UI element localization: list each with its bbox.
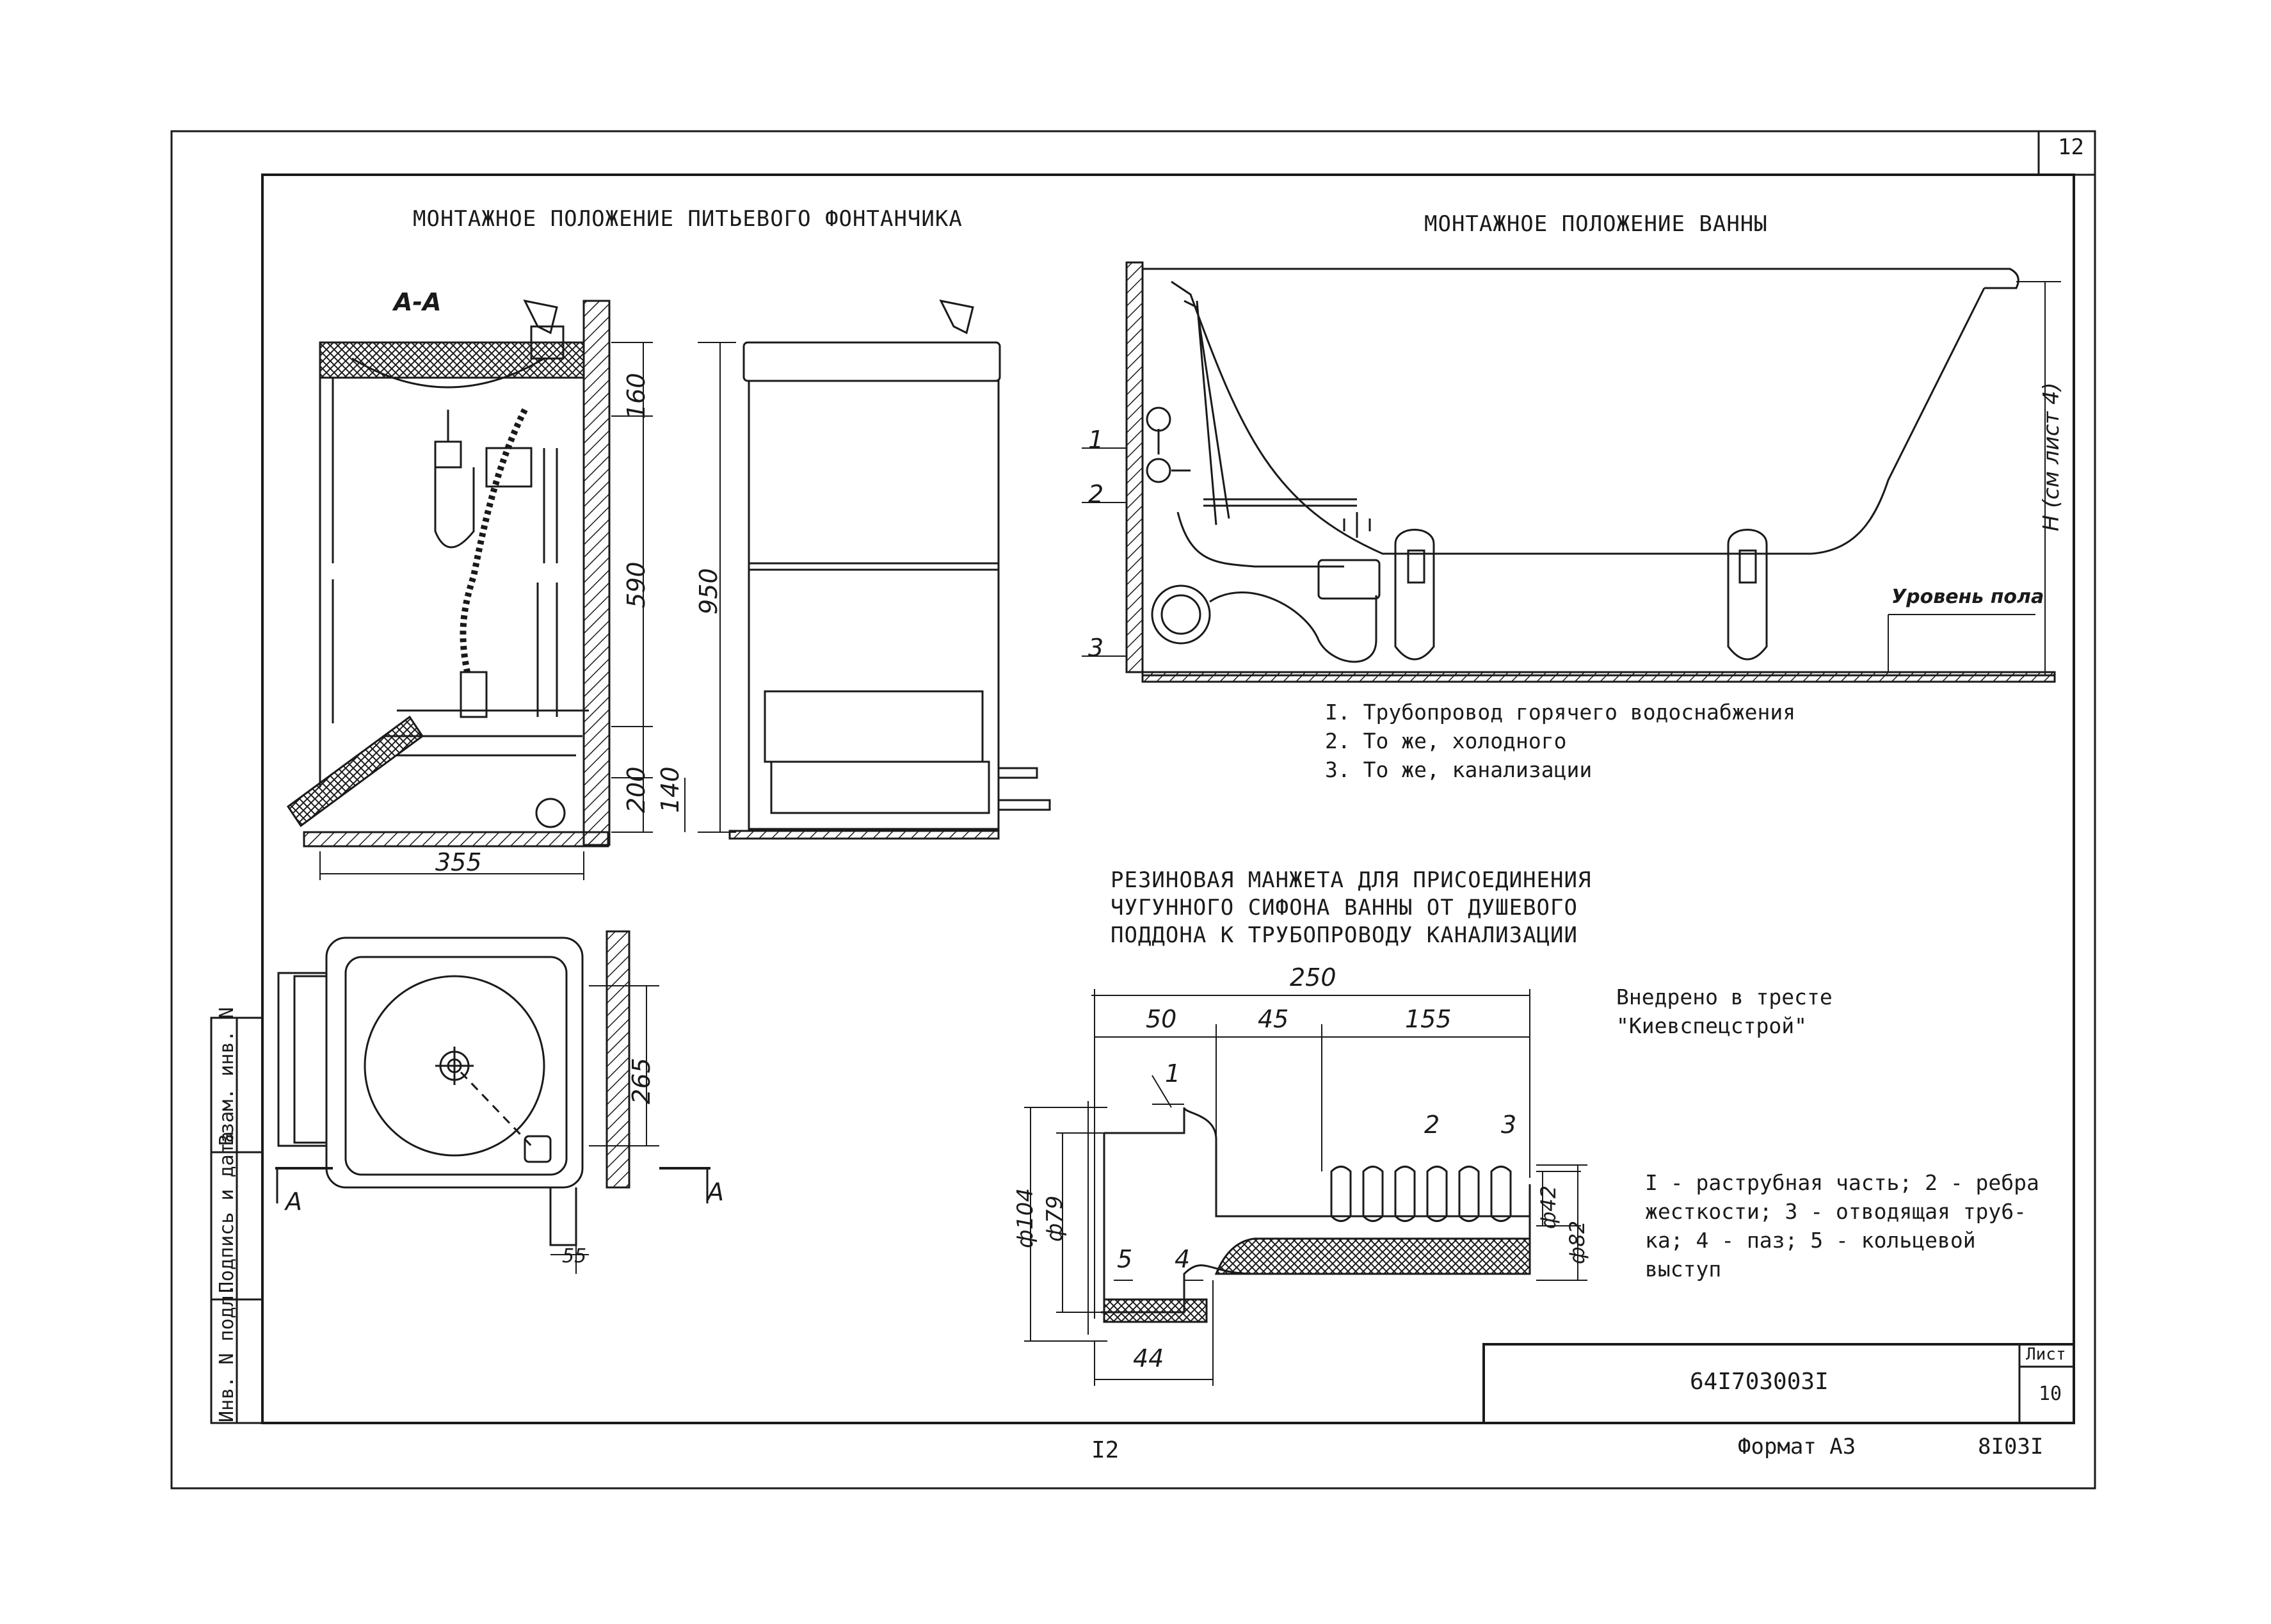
wall-hatch [582, 300, 611, 846]
dim-200: 200 [622, 766, 650, 813]
section-mark-right: A [707, 1178, 724, 1206]
bath-drawing [1082, 261, 2061, 683]
cuff-dim-45: 45 [1258, 1005, 1289, 1033]
page-number-bottom: I2 [1091, 1437, 1119, 1463]
cuff-dim-50: 50 [1146, 1005, 1177, 1033]
cuff-title-line-2: ЧУГУННОГО СИФОНА ВАННЫ ОТ ДУШЕВОГО [1111, 895, 1578, 921]
fountain-dims [319, 342, 736, 880]
stamp-inv-podl: Инв. N подл. [216, 1283, 238, 1422]
dim-160: 160 [622, 373, 650, 419]
cuff-dim-44: 44 [1133, 1344, 1164, 1372]
bath-callout-2: 2 [1088, 480, 1104, 508]
fountain-side-view [728, 299, 1051, 840]
cuff-callout-5: 5 [1117, 1245, 1133, 1273]
cuff-legend-line-1: I - раструбная часть; 2 - ребра [1645, 1170, 2039, 1195]
cuff-title-line-3: ПОДДОНА К ТРУБОПРОВОДУ КАНАЛИЗАЦИИ [1111, 922, 1578, 948]
outer-frame [170, 130, 2096, 1490]
bath-title: МОНТАЖНОЕ ПОЛОЖЕНИЕ ВАННЫ [1424, 211, 1768, 237]
sheet-number: 10 [2039, 1383, 2062, 1405]
cuff-callout-3: 3 [1501, 1111, 1517, 1139]
note-line-2: "Киевспецстрой" [1616, 1013, 1808, 1038]
page-number-box [2037, 131, 2095, 176]
bath-height-label: H (см лист 4) [2039, 382, 2064, 531]
cuff-legend-line-3: ка; 4 - паз; 5 - кольцевой [1645, 1228, 1976, 1253]
bath-floor-hatch [1141, 671, 2056, 683]
sheet-label: Лист [2026, 1345, 2066, 1364]
bath-callout-1: 1 [1088, 426, 1104, 454]
dim-265: 265 [627, 1057, 655, 1104]
bath-legend-3: 3. То же, канализации [1325, 757, 1593, 782]
floor-hatch [303, 831, 609, 848]
note-line-1: Внедрено в тресте [1616, 985, 1833, 1009]
cuff-dim-d79: ф79 [1042, 1195, 1068, 1242]
cuff-dim-155: 155 [1405, 1005, 1452, 1033]
stamp-vzam-inv: Взам. инв. N [216, 1007, 238, 1146]
dim-950: 950 [694, 568, 723, 615]
cuff-legend-line-4: выступ [1645, 1257, 1722, 1282]
bath-callout-3: 3 [1088, 634, 1104, 662]
cuff-ribs [1330, 1166, 1512, 1222]
dim-140: 140 [656, 766, 684, 813]
cuff-dim-d82: ф82 [1565, 1220, 1589, 1264]
cuff-dim-250: 250 [1290, 963, 1336, 992]
document-code: 64I703003I [1690, 1369, 1829, 1395]
title-block [1482, 1343, 2075, 1424]
code-right: 8I03I [1978, 1434, 2044, 1459]
bath-legend-2: 2. То же, холодного [1325, 728, 1567, 753]
cuff-legend-line-2: жесткости; 3 - отводящая тру6- [1645, 1199, 2027, 1224]
section-label: А-А [394, 288, 442, 316]
cuff-title-line-1: РЕЗИНОВАЯ МАНЖЕТА ДЛЯ ПРИСОЕДИНЕНИЯ [1111, 867, 1592, 893]
dim-55: 55 [562, 1245, 587, 1267]
format-label: Формат А3 [1738, 1434, 1856, 1459]
bath-wall-hatch [1125, 261, 1144, 673]
inner-frame [261, 173, 2075, 1424]
dim-590: 590 [622, 561, 650, 608]
bath-floor-label: Уровень пола [1891, 586, 2044, 608]
fountain-title: МОНТАЖНОЕ ПОЛОЖЕНИЕ ПИТЬЕВОГО ФОНТАНЧИКА [413, 206, 963, 232]
fountain-plan-view [275, 930, 710, 1274]
cuff-dim-d104: ф104 [1013, 1188, 1038, 1248]
cuff-callout-4: 4 [1175, 1245, 1191, 1273]
cuff-drawing [1024, 989, 1587, 1386]
cuff-callout-1: 1 [1165, 1059, 1181, 1088]
bath-legend-1: I. Трубопровод горячего водоснабжения [1325, 700, 1796, 725]
fountain-section-drawing [286, 299, 611, 848]
section-mark-left: A [285, 1187, 302, 1216]
dim-355: 355 [435, 848, 482, 876]
stamp-signature-date: Подпись и дата [216, 1131, 238, 1293]
cuff-callout-2: 2 [1424, 1111, 1440, 1139]
page-number-top: 12 [2058, 134, 2084, 160]
cuff-dim-d42: ф42 [1536, 1185, 1561, 1229]
